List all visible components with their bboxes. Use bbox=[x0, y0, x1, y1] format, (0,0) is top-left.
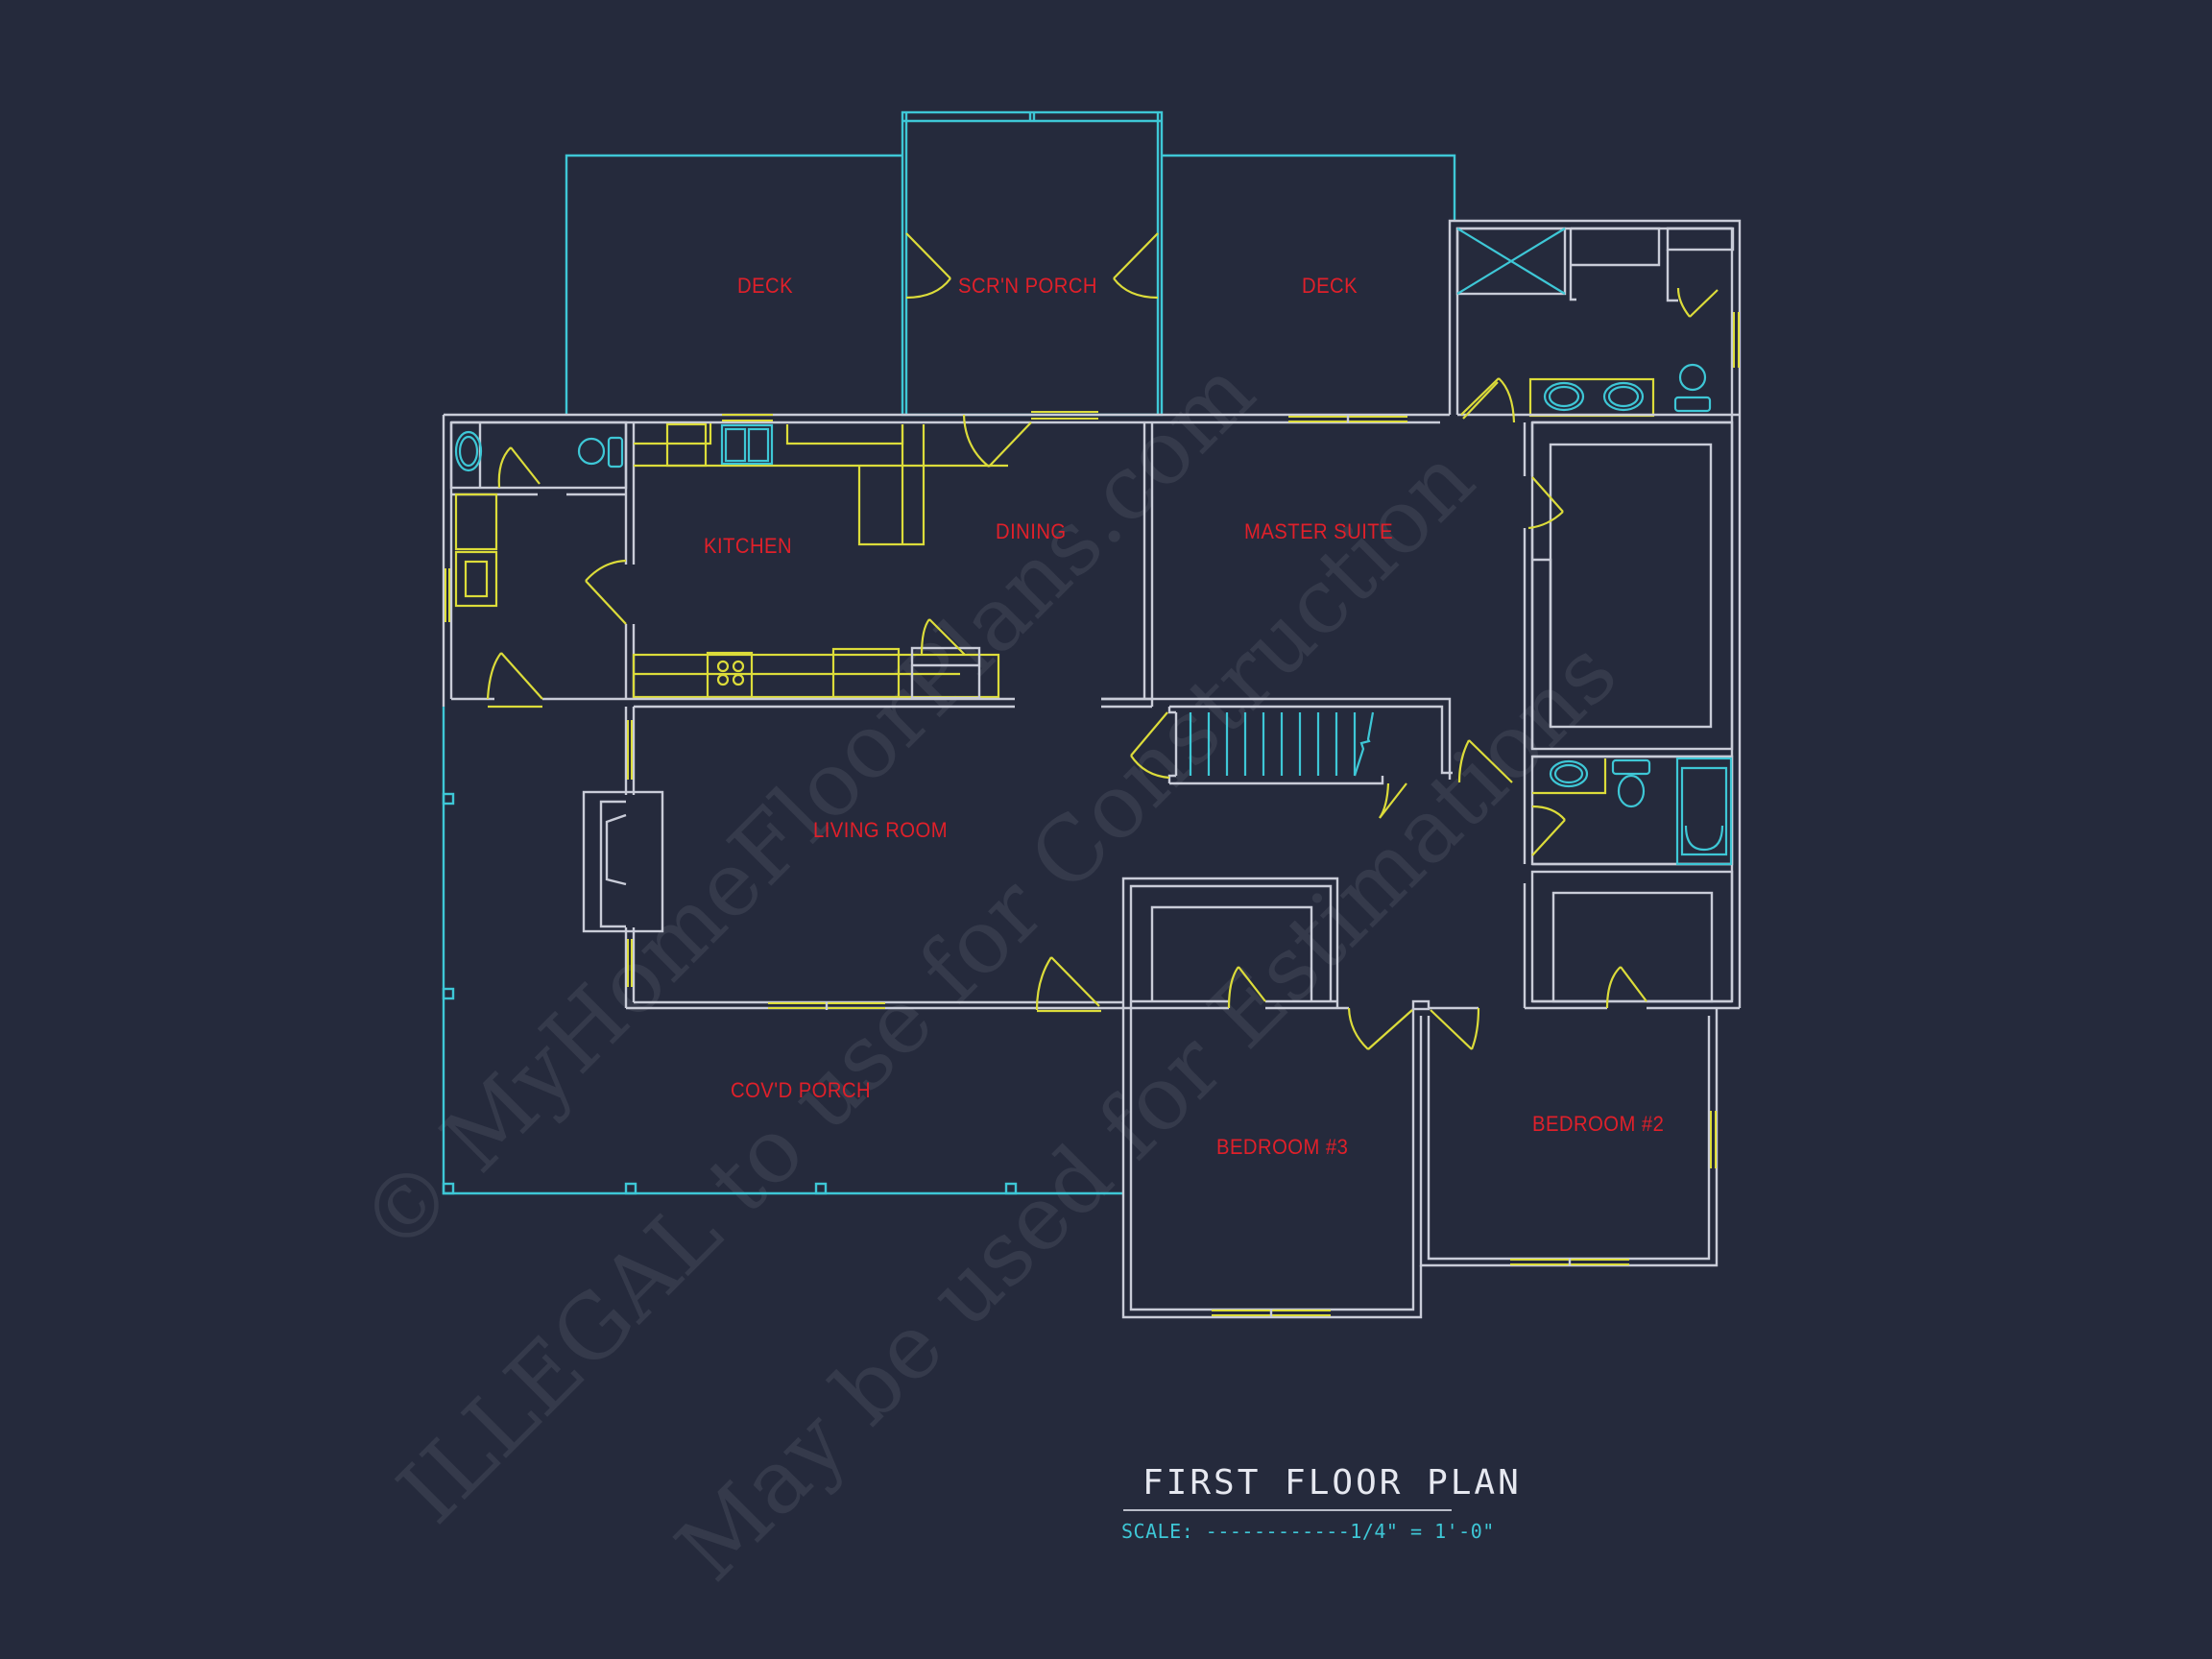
master-entry-door bbox=[1462, 381, 1499, 420]
bedroom-3-closet-door bbox=[1227, 966, 1266, 1009]
kitchen-cabinets bbox=[632, 422, 1008, 700]
master-closet-door bbox=[1527, 476, 1564, 530]
room-label-master-suite: MASTER SUITE bbox=[1244, 519, 1394, 543]
room-label-deck-left: DECK bbox=[737, 274, 794, 298]
utility-fixtures bbox=[445, 430, 624, 622]
master-bath-fixtures bbox=[1455, 227, 1740, 424]
screened-porch-outline bbox=[901, 110, 1164, 417]
master-bath-doors bbox=[1460, 287, 1719, 423]
fireplace bbox=[582, 790, 664, 933]
room-label-screened-porch: SCR'N PORCH bbox=[958, 274, 1098, 298]
master-suite-windows bbox=[1288, 415, 1407, 422]
living-room-windows bbox=[627, 720, 885, 1010]
dining-rear-door bbox=[962, 411, 1098, 468]
utility-doors bbox=[486, 446, 627, 709]
covered-porch-outline bbox=[442, 707, 1123, 1195]
exterior-walls bbox=[442, 219, 1742, 1008]
dining-master-wall bbox=[1142, 422, 1154, 707]
hall-bath-door bbox=[1531, 805, 1566, 856]
hall-bath-fixtures bbox=[1532, 757, 1733, 866]
room-label-kitchen: KITCHEN bbox=[704, 534, 793, 558]
plan-scale: SCALE: ------------1/4" = 1'-0" bbox=[1121, 1520, 1495, 1543]
room-label-dining: DINING bbox=[996, 519, 1067, 543]
room-label-bedroom-2: BEDROOM #2 bbox=[1532, 1112, 1665, 1136]
rear-deck-right-outline bbox=[1162, 154, 1456, 221]
room-label-deck-right: DECK bbox=[1302, 274, 1358, 298]
bedroom-2-windows bbox=[1510, 1111, 1717, 1265]
front-entry-door bbox=[1035, 956, 1101, 1013]
room-label-living-room: LIVING ROOM bbox=[813, 818, 949, 842]
room-label-bedroom-3: BEDROOM #3 bbox=[1216, 1135, 1349, 1159]
bedroom-2-closet-door bbox=[1605, 966, 1647, 1009]
hall-bath-walls bbox=[1523, 755, 1734, 1008]
staircase bbox=[1101, 697, 1453, 785]
bedroom-2-entry-door bbox=[1430, 1007, 1480, 1050]
kitchen-sink-window bbox=[722, 414, 773, 421]
bedroom-2-walls bbox=[1411, 870, 1740, 1267]
bedroom-3-entry-door bbox=[1347, 1007, 1413, 1050]
rear-deck-left-outline bbox=[565, 154, 902, 415]
bedroom-3-walls bbox=[1121, 877, 1423, 1319]
bedroom-3-window bbox=[1212, 1310, 1331, 1317]
stair-doors bbox=[1130, 711, 1513, 819]
kitchen-pantry-door bbox=[920, 618, 966, 656]
kitchen-living-partition bbox=[634, 697, 1152, 709]
plan-title: FIRST FLOOR PLAN bbox=[1142, 1463, 1522, 1503]
master-closet-walls bbox=[1523, 421, 1734, 854]
room-label-covered-porch: COV'D PORCH bbox=[731, 1078, 872, 1102]
screened-porch-door-left bbox=[905, 232, 951, 300]
screened-porch-door-right bbox=[1113, 232, 1159, 300]
title-underline bbox=[1123, 1509, 1452, 1511]
